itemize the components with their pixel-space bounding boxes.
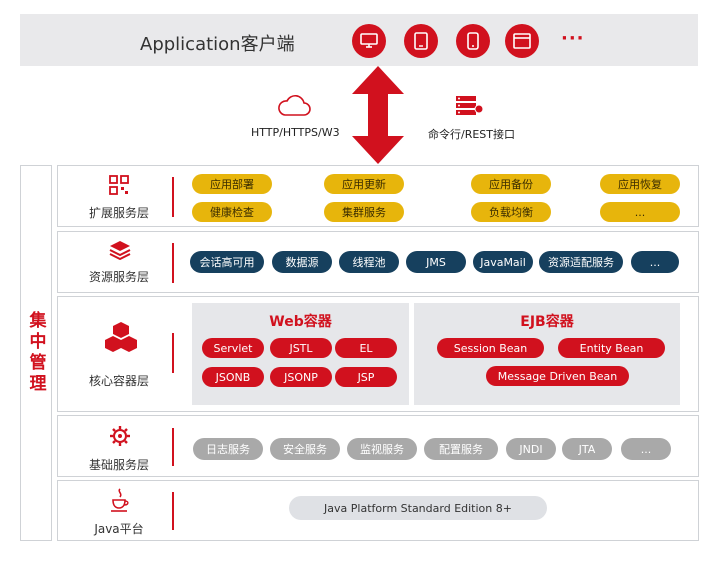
cubes-icon <box>105 322 137 352</box>
http-protocol-label: HTTP/HTTPS/W3 <box>251 126 340 139</box>
monitor-service-item[interactable]: 监视服务 <box>347 438 417 460</box>
extension-layer-label: 扩展服务层 <box>88 206 149 220</box>
config-service-item[interactable]: 配置服务 <box>424 438 498 460</box>
client-title: Application客户端 <box>140 34 295 55</box>
layer-divider <box>172 428 174 466</box>
layer-divider <box>172 243 174 283</box>
resource-layer-label: 资源服务层 <box>88 270 149 284</box>
jstl-item[interactable]: JSTL <box>270 338 332 358</box>
jms-item[interactable]: JMS <box>406 251 466 273</box>
java-layer-label: Java平台 <box>94 522 144 536</box>
browser-window-icon[interactable] <box>505 24 539 58</box>
server-icon <box>456 96 484 115</box>
double-arrow-icon <box>352 66 404 164</box>
cloud-icon <box>278 95 311 116</box>
resource-more-item[interactable]: ... <box>631 251 679 273</box>
entity-bean-item[interactable]: Entity Bean <box>558 338 665 358</box>
health-check-item[interactable]: 健康检查 <box>192 202 272 222</box>
message-driven-bean-item[interactable]: Message Driven Bean <box>486 366 629 386</box>
load-balance-item[interactable]: 负载均衡 <box>471 202 551 222</box>
jsonb-item[interactable]: JSONB <box>202 367 264 387</box>
desktop-icon[interactable] <box>352 24 386 58</box>
el-item[interactable]: EL <box>335 338 397 358</box>
app-restore-item[interactable]: 应用恢复 <box>600 174 680 194</box>
security-service-item[interactable]: 安全服务 <box>270 438 340 460</box>
grid-apps-icon <box>109 175 129 195</box>
base-layer-label: 基础服务层 <box>88 458 149 472</box>
more-clients-icon[interactable]: ··· <box>561 28 585 49</box>
ejb-container-title: EJB容器 <box>520 314 574 330</box>
servlet-item[interactable]: Servlet <box>202 338 264 358</box>
jsonp-item[interactable]: JSONP <box>270 367 332 387</box>
jndi-item[interactable]: JNDI <box>506 438 556 460</box>
cli-protocol-label: 命令行/REST接口 <box>428 128 516 141</box>
app-backup-item[interactable]: 应用备份 <box>471 174 551 194</box>
layer-divider <box>172 333 174 373</box>
gear-icon <box>110 426 130 446</box>
app-deploy-item[interactable]: 应用部署 <box>192 174 272 194</box>
java-platform-item[interactable]: Java Platform Standard Edition 8+ <box>289 496 547 520</box>
jsp-item[interactable]: JSP <box>335 367 397 387</box>
thread-pool-item[interactable]: 线程池 <box>339 251 399 273</box>
management-panel: 集中管理 <box>20 165 52 541</box>
session-ha-item[interactable]: 会话高可用 <box>190 251 264 273</box>
tablet-icon[interactable] <box>404 24 438 58</box>
java-coffee-icon <box>111 488 129 512</box>
layer-divider <box>172 492 174 530</box>
resource-adapter-item[interactable]: 资源适配服务 <box>539 251 623 273</box>
management-label: 集中管理 <box>25 311 46 395</box>
layer-divider <box>172 177 174 217</box>
app-update-item[interactable]: 应用更新 <box>324 174 404 194</box>
cluster-service-item[interactable]: 集群服务 <box>324 202 404 222</box>
mobile-icon[interactable] <box>456 24 490 58</box>
base-more-item[interactable]: ... <box>621 438 671 460</box>
jta-item[interactable]: JTA <box>562 438 612 460</box>
extension-more-item[interactable]: ... <box>600 202 680 222</box>
log-service-item[interactable]: 日志服务 <box>193 438 263 460</box>
session-bean-item[interactable]: Session Bean <box>437 338 544 358</box>
javamail-item[interactable]: JavaMail <box>473 251 533 273</box>
datasource-item[interactable]: 数据源 <box>272 251 332 273</box>
core-layer-label: 核心容器层 <box>88 374 149 388</box>
web-container-title: Web容器 <box>269 314 332 330</box>
layers-icon <box>109 241 131 260</box>
